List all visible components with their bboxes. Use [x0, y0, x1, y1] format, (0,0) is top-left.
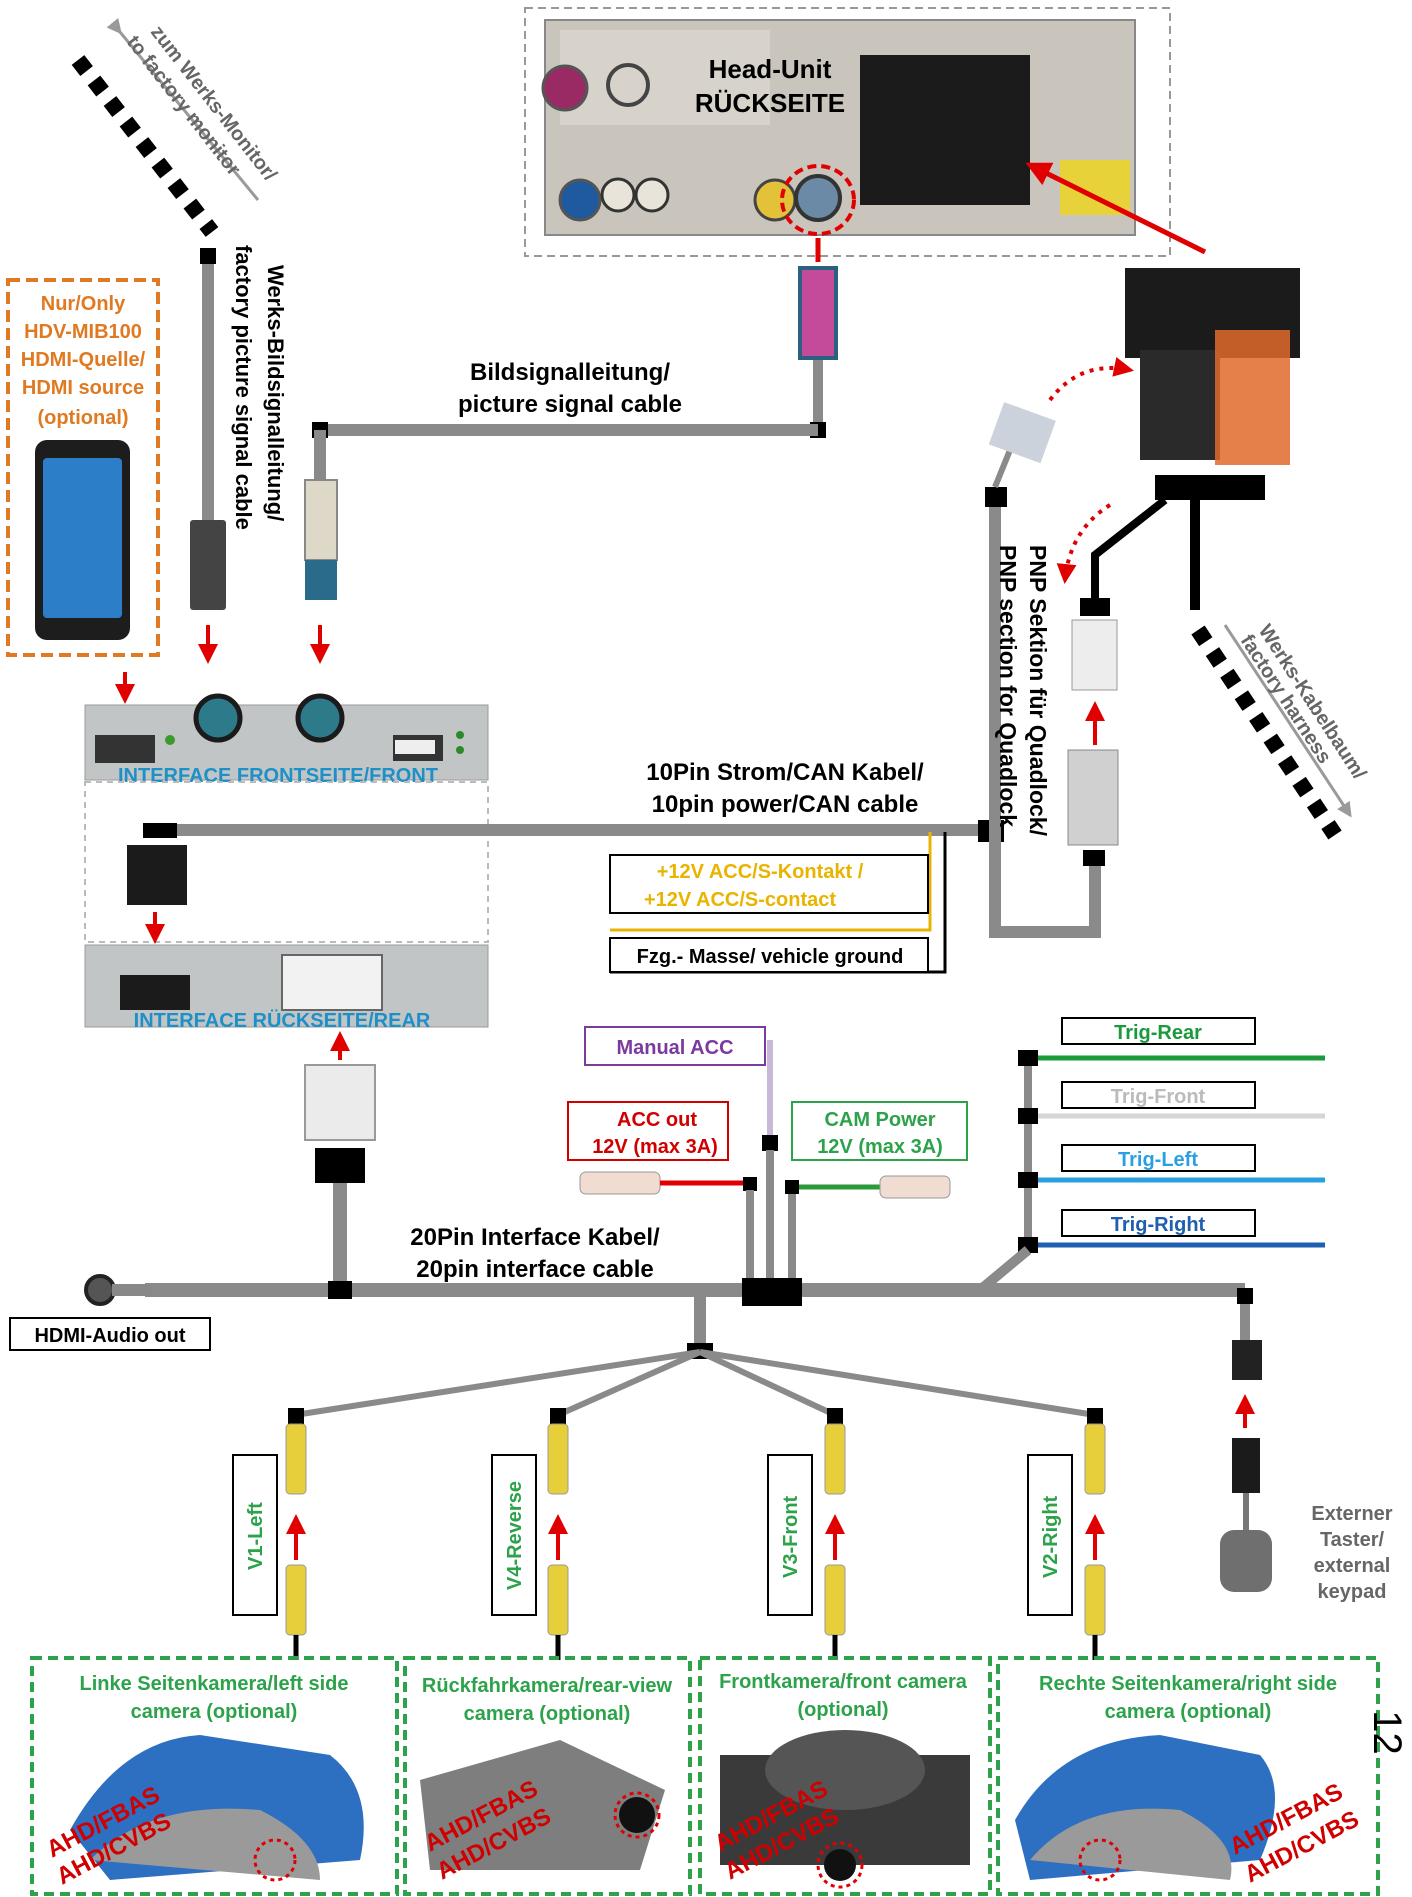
factory-picture-cable-label-en: factory picture signal cable [231, 245, 256, 530]
interface-cable-label-en: 20pin interface cable [416, 1256, 653, 1283]
interface-cable-label: 20Pin Interface Kabel/ [410, 1224, 660, 1251]
rear-camera-icon [420, 1740, 665, 1870]
manual-acc-label: Manual ACC [616, 1037, 733, 1059]
video-input-v2: V2-Right [1027, 1408, 1106, 1660]
power-outputs: Manual ACC ACC out 12V (max 3A) CAM Powe… [567, 1026, 968, 1280]
camera-left: Linke Seitenkamera/left side camera (opt… [30, 1656, 399, 1896]
interface-cable: 20Pin Interface Kabel/ 20pin interface c… [9, 1224, 1262, 1418]
audio-jack-icon [84, 1274, 116, 1306]
keypad-button-icon [1220, 1530, 1272, 1592]
interface-rear-label: INTERFACE RÜCKSEITE/REAR [134, 1009, 431, 1032]
trig-front-label: Trig-Front [1111, 1086, 1206, 1108]
hdmi-source-label-2: HDV-MIB100 [24, 321, 142, 343]
trigger-lines: Trig-Rear Trig-Front Trig-Left Trig-Righ… [976, 1017, 1325, 1294]
power-can-label-en: 10pin power/CAN cable [652, 791, 919, 818]
picture-cable-label-en: picture signal cable [458, 391, 682, 418]
hdmi-audio-label: HDMI-Audio out [34, 1325, 185, 1347]
trig-rear-label: Trig-Rear [1114, 1022, 1202, 1044]
head-unit-subtitle: RÜCKSEITE [695, 88, 845, 118]
quadlock-arrow [1025, 162, 1207, 255]
power-can-cable: 10Pin Strom/CAN Kabel/ 10pin power/CAN c… [127, 759, 1004, 974]
factory-monitor-link: zum Werks-Monitor/ to factory monitor [71, 17, 281, 237]
cam-left-label-2: camera (optional) [131, 1701, 298, 1723]
video-input-v3: V3-Front [767, 1408, 846, 1660]
power-can-label: 10Pin Strom/CAN Kabel/ [646, 759, 924, 786]
picture-signal-cable: Bildsignalleitung/ picture signal cable [304, 238, 838, 664]
cam-rear-label-2: camera (optional) [464, 1703, 631, 1725]
v3-label: V3-Front [780, 1495, 802, 1578]
v4-label: V4-Reverse [504, 1481, 526, 1590]
cam-front-label-1: Frontkamera/front camera [719, 1671, 968, 1693]
cam-rear-label-1: Rückfahrkamera/rear-view [422, 1675, 673, 1697]
video-input-v4: V4-Reverse [491, 1408, 569, 1660]
trig-right-label: Trig-Right [1111, 1214, 1206, 1236]
hdmi-source-label-4: HDMI source [22, 377, 144, 399]
trig-left-label: Trig-Left [1118, 1149, 1198, 1171]
head-unit: Head-Unit RÜCKSEITE [524, 7, 1207, 257]
factory-picture-cable-label: Werks-Bildsignalleitung/ [263, 265, 288, 521]
acc-label: +12V ACC/S-Kontakt / [657, 861, 864, 883]
factory-picture-cable: Werks-Bildsignalleitung/ factory picture… [190, 245, 288, 664]
pnp-quadlock: PNP Sektion für Quadlock/ PNP section fo… [985, 268, 1370, 938]
hdmi-source-label-3: HDMI-Quelle/ [21, 349, 146, 371]
pnp-label-en: PNP section for Quadlock [995, 545, 1021, 827]
page-number: 12 [1364, 1710, 1409, 1755]
ext-keypad-label-3: external [1314, 1555, 1391, 1577]
acc-label-en: +12V ACC/S-contact [644, 889, 836, 911]
ext-keypad-label-4: keypad [1318, 1581, 1387, 1603]
cam-power-label-2: 12V (max 3A) [817, 1136, 943, 1158]
hdmi-source-box: Nur/Only HDV-MIB100 HDMI-Quelle/ HDMI so… [6, 278, 160, 704]
ground-label: Fzg.- Masse/ vehicle ground [637, 946, 904, 968]
pnp-label: PNP Sektion für Quadlock/ [1025, 545, 1051, 837]
cam-front-label-2: (optional) [797, 1699, 888, 1721]
head-unit-title: Head-Unit [709, 54, 832, 84]
acc-out-label: ACC out [617, 1109, 697, 1131]
cam-right-label-2: camera (optional) [1105, 1701, 1272, 1723]
interface-front-label: INTERFACE FRONTSEITE/FRONT [118, 765, 438, 787]
video-input-v1: V1-Left [232, 1408, 307, 1660]
interface-front: INTERFACE FRONTSEITE/FRONT [84, 693, 489, 943]
camera-rear: Rückfahrkamera/rear-view camera (optiona… [403, 1656, 692, 1896]
v2-label: V2-Right [1040, 1495, 1062, 1578]
camera-front: Frontkamera/front camera (optional) AHD/… [698, 1656, 992, 1896]
ext-keypad-label-2: Taster/ [1320, 1529, 1385, 1551]
ext-keypad-label-1: Externer [1311, 1503, 1392, 1525]
camera-right: Rechte Seitenkamera/right side camera (o… [996, 1656, 1380, 1896]
v1-label: V1-Left [245, 1502, 267, 1570]
hdmi-source-label-1: Nur/Only [41, 293, 126, 315]
external-keypad: Externer Taster/ external keypad [1220, 1394, 1393, 1603]
cam-left-label-1: Linke Seitenkamera/left side [79, 1673, 348, 1695]
hdmi-source-label-5: (optional) [37, 407, 128, 429]
interface-rear: INTERFACE RÜCKSEITE/REAR [84, 944, 489, 1290]
cam-right-label-1: Rechte Seitenkamera/right side [1039, 1673, 1337, 1695]
acc-out-label-2: 12V (max 3A) [592, 1136, 718, 1158]
cam-power-label: CAM Power [824, 1109, 935, 1131]
picture-cable-label: Bildsignalleitung/ [470, 359, 670, 386]
